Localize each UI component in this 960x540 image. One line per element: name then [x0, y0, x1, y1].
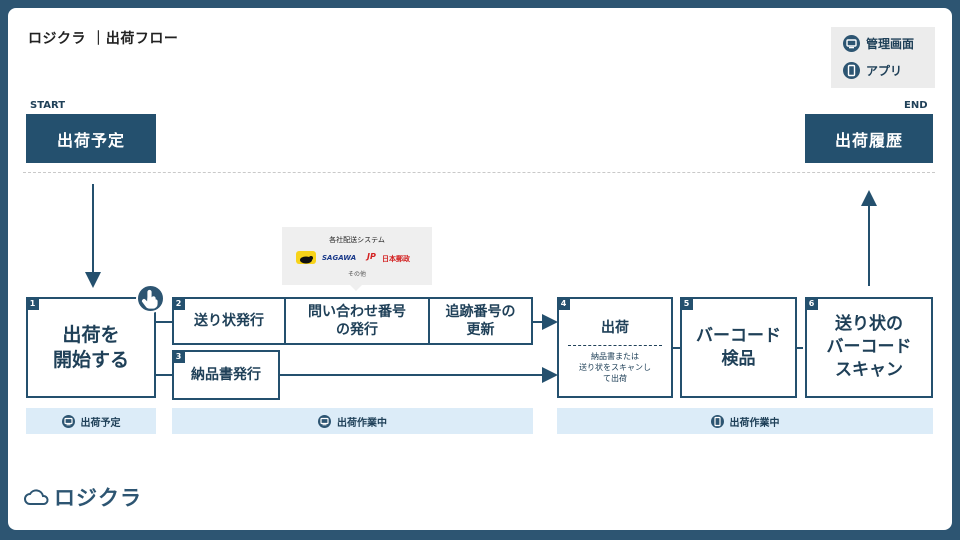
step-3-issue-invoice[interactable]: 3 納品書発行: [172, 350, 280, 400]
status-band-planned: 出荷予定: [26, 408, 156, 434]
page-title: ロジクラ ｜出荷フロー: [28, 31, 179, 47]
step-2-number: 2: [172, 297, 185, 310]
jp-logo-text: 日本郵政: [382, 255, 410, 263]
start-box: 出荷予定: [26, 114, 156, 163]
step-3-label: 納品書発行: [191, 367, 261, 383]
callout-pointer: [350, 285, 362, 291]
band-3-label: 出荷作業中: [729, 417, 780, 429]
flow-connectors: [85, 184, 877, 383]
end-label: END: [904, 100, 928, 111]
smartphone-icon: [843, 62, 860, 79]
smartphone-icon: [710, 414, 724, 428]
step-2-issue-label[interactable]: 2 送り状発行: [172, 297, 286, 345]
monitor-icon: [61, 414, 75, 428]
step-4-ship[interactable]: 4 出荷 納品書または 送り状をスキャンし て出荷: [557, 297, 673, 398]
end-box: 出荷履歴: [805, 114, 933, 163]
carriers-heading: 各社配送システム: [329, 236, 385, 244]
step-4-divider: [568, 345, 662, 346]
step-6-number: 6: [805, 297, 818, 310]
step-5-label: バーコード 検品: [696, 325, 781, 369]
step-5-barcode-inspection[interactable]: 5 バーコード 検品: [680, 297, 797, 398]
logo-text: ロジクラ: [54, 486, 142, 510]
step-6-scan-label-barcode[interactable]: 6 送り状の バーコード スキャン: [805, 297, 933, 398]
step-1-number: 1: [26, 297, 39, 310]
hand-pointer-icon: [136, 284, 165, 313]
step-5-number: 5: [680, 297, 693, 310]
step-2-issue-tracking-number[interactable]: 問い合わせ番号 の発行: [284, 297, 430, 345]
step-4-sub: 納品書または 送り状をスキャンし て出荷: [579, 352, 651, 383]
carriers-callout: 各社配送システム SAGAWA JP 日本郵政 その他: [282, 227, 432, 291]
cloud-icon: [24, 489, 49, 505]
step-2b-label: 問い合わせ番号 の発行: [308, 304, 406, 338]
status-band-working-admin: 出荷作業中: [172, 408, 533, 434]
legend-admin: 管理画面: [843, 35, 914, 52]
step-4-label: 出荷: [601, 320, 629, 336]
step-2-label: 送り状発行: [194, 313, 264, 329]
divider: [23, 172, 935, 173]
step-2-update-tracking[interactable]: 追跡番号の 更新: [428, 297, 533, 345]
start-label: START: [30, 100, 66, 111]
logiclo-logo: ロジクラ: [24, 484, 142, 510]
band-2-label: 出荷作業中: [337, 417, 387, 429]
monitor-icon: [843, 35, 860, 52]
carriers-other: その他: [347, 271, 366, 278]
step-6-label: 送り状の バーコード スキャン: [826, 314, 912, 380]
legend-admin-label: 管理画面: [866, 37, 915, 51]
legend: 管理画面 アプリ: [831, 27, 935, 88]
step-1-start-shipping[interactable]: 1 出荷を 開始する: [26, 297, 156, 398]
step-4-number: 4: [557, 297, 570, 310]
slide: ロジクラ ｜出荷フロー 管理画面 アプリ START 出荷予定 END 出荷履歴: [8, 8, 952, 530]
legend-app: アプリ: [843, 62, 902, 79]
jp-mark: JP: [367, 252, 376, 261]
status-band-working-app: 出荷作業中: [557, 408, 933, 434]
step-1-label: 出荷を 開始する: [52, 323, 129, 371]
step-3-number: 3: [172, 350, 185, 363]
monitor-icon: [318, 414, 331, 428]
yamato-logo: [296, 251, 316, 264]
sagawa-logo: SAGAWA: [322, 254, 357, 262]
band-1-label: 出荷予定: [80, 417, 121, 429]
step-2c-label: 追跡番号の 更新: [445, 304, 516, 338]
legend-app-label: アプリ: [866, 64, 903, 78]
